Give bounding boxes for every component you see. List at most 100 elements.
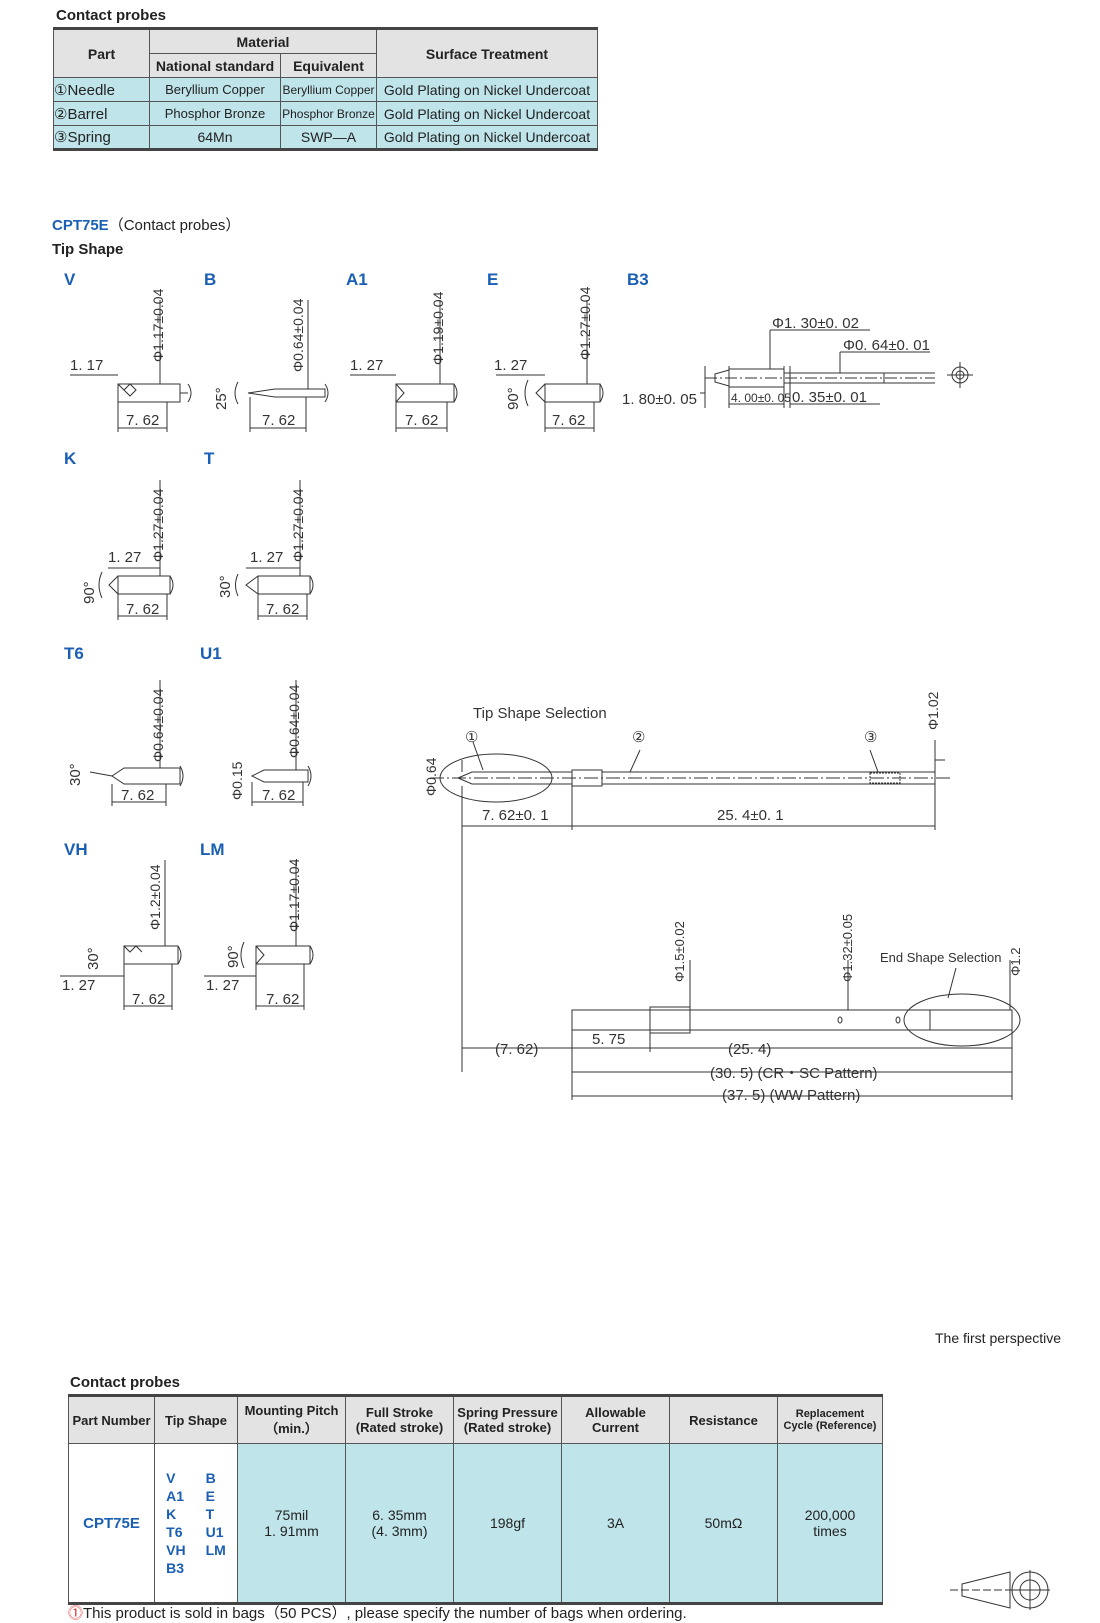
first-perspective-icon — [950, 1570, 1050, 1610]
rec-d12: Φ1.2 — [1008, 948, 1023, 976]
lm-angle: 90° — [225, 945, 242, 968]
receptacle-drawing — [462, 960, 1021, 1100]
t-diameter: Φ1.27±0.04 — [290, 488, 306, 562]
tip-label-k: K — [64, 449, 77, 468]
lm-diameter: Φ1.17±0.04 — [286, 858, 302, 932]
tip-label-a1: A1 — [346, 270, 368, 289]
tip-label-lm: LM — [200, 840, 225, 859]
tip-code: VH — [166, 1542, 186, 1558]
v-offset: 1. 17 — [70, 357, 103, 374]
tip-label-v: V — [64, 270, 76, 289]
vh-diameter: Φ1.2±0.04 — [147, 864, 163, 930]
tip-code: B3 — [166, 1560, 185, 1576]
b-angle: 25° — [213, 387, 230, 410]
e-length: 7. 62 — [552, 412, 585, 429]
spring-pressure: 198gf — [453, 1443, 562, 1605]
k-offset: 1. 27 — [108, 549, 141, 566]
section-title: CPT75E（Contact probes） — [52, 214, 240, 235]
vh-length: 7. 62 — [132, 991, 165, 1008]
e-diameter: Φ1.27±0.04 — [577, 286, 593, 360]
tip-label-vh: VH — [64, 840, 88, 859]
tip-code: B — [205, 1470, 216, 1486]
a1-diameter: Φ1.19±0.04 — [430, 291, 446, 365]
u1-length: 7. 62 — [262, 787, 295, 804]
end-shape-selection-label: End Shape Selection — [880, 950, 1001, 965]
full-stroke: 6. 35mm(4. 3mm) — [345, 1443, 454, 1605]
asm-l254: 25. 4±0. 1 — [717, 807, 784, 824]
asm-d064: Φ0.64 — [423, 757, 439, 796]
spec-table-title: Contact probes — [70, 1374, 181, 1391]
tip-label-t: T — [204, 449, 215, 468]
col-national: National standard — [149, 53, 281, 78]
spec-table: Part Number Tip Shape Mounting Pitch（min… — [68, 1394, 883, 1605]
tip-drawing-t6 — [89, 680, 184, 806]
rec-l762: (7. 62) — [495, 1041, 538, 1058]
b-length: 7. 62 — [262, 412, 295, 429]
rec-l375: (37. 5) (WW Pattern) — [722, 1087, 860, 1104]
tip-drawing-k — [98, 480, 174, 620]
tip-drawing-b — [234, 300, 329, 432]
tip-code: A1 — [166, 1488, 185, 1504]
tip-code: E — [205, 1488, 215, 1504]
tip-code: T — [205, 1506, 215, 1522]
tip-label-e: E — [487, 270, 499, 289]
footnote: ⓵This product is sold in bags（50 PCS）, p… — [68, 1602, 687, 1623]
tip-code: T6 — [166, 1524, 183, 1540]
u1-tip-diameter: Φ0.15 — [229, 761, 245, 800]
tip-drawing-v — [70, 300, 192, 432]
first-perspective-label: The first perspective — [935, 1330, 1062, 1346]
b3-d2: Φ0. 64±0. 01 — [843, 337, 930, 354]
allowable-current: 3A — [561, 1443, 670, 1605]
rec-l305: (30. 5) (CR・SC Pattern) — [710, 1065, 878, 1082]
row-part: ②Barrel — [53, 101, 150, 126]
rec-l254: (25. 4) — [728, 1041, 771, 1058]
rec-d15: Φ1.5±0.02 — [672, 921, 687, 982]
row-equivalent: Phosphor Bronze — [280, 101, 377, 126]
u1-diameter: Φ0.64±0.04 — [286, 684, 302, 758]
e-offset: 1. 27 — [494, 357, 527, 374]
b3-l2: 4. 00±0. 05 — [731, 391, 791, 405]
tip-drawing-a1 — [350, 300, 458, 432]
a1-offset: 1. 27 — [350, 357, 383, 374]
model-suffix: （Contact probes） — [108, 217, 241, 234]
row-part: ①Needle — [53, 77, 150, 102]
assembly-drawing — [430, 740, 950, 1072]
warning-icon: ⓵ — [68, 1605, 84, 1622]
tip-label-u1: U1 — [200, 644, 222, 663]
t-offset: 1. 27 — [250, 549, 283, 566]
lm-offset: 1. 27 — [206, 977, 239, 994]
tip-code: V — [166, 1470, 176, 1486]
col-mounting-pitch: Mounting Pitch（min.） — [237, 1394, 346, 1444]
footnote-text: This product is sold in bags（50 PCS）, pl… — [83, 1605, 687, 1622]
vh-offset: 1. 27 — [62, 977, 95, 994]
material-table-title: Contact probes — [56, 7, 167, 24]
tip-drawing-t — [235, 480, 314, 620]
k-angle: 90° — [81, 581, 98, 604]
tip-code: K — [166, 1506, 177, 1522]
row-equivalent: SWP—A — [280, 125, 377, 151]
t6-angle: 30° — [67, 763, 84, 786]
tip-drawing-b3 — [700, 329, 973, 408]
v-diameter: Φ1.17±0.04 — [150, 288, 166, 362]
k-length: 7. 62 — [126, 601, 159, 618]
a1-length: 7. 62 — [405, 412, 438, 429]
row-part: ③Spring — [53, 125, 150, 151]
tip-label-b: B — [204, 270, 217, 289]
tip-shape-selection-label: Tip Shape Selection — [473, 705, 607, 722]
tip-drawing-vh — [60, 860, 182, 1010]
tip-code: LM — [205, 1542, 226, 1558]
part-number: CPT75E — [68, 1443, 155, 1605]
lm-length: 7. 62 — [266, 991, 299, 1008]
col-part-number: Part Number — [68, 1394, 155, 1444]
t-angle: 30° — [217, 575, 234, 598]
row-surface: Gold Plating on Nickel Undercoat — [376, 125, 598, 151]
resistance: 50mΩ — [669, 1443, 778, 1605]
col-tip-shape: Tip Shape — [154, 1394, 238, 1444]
